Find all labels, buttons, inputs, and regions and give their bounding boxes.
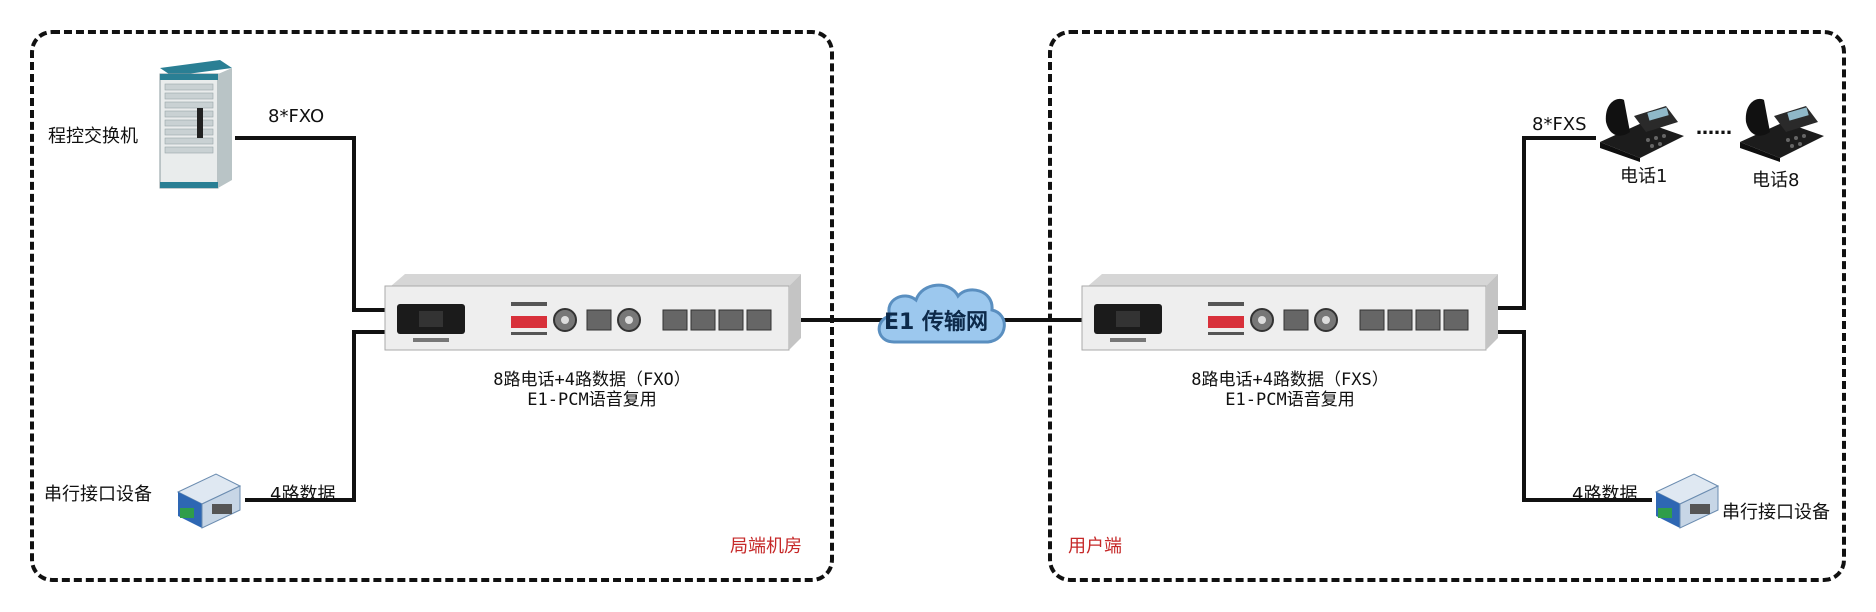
left-device-caption: 8路电话+4路数据（FXO） E1-PCM语音复用 <box>412 370 772 410</box>
left-data-link-label: 4路数据 <box>270 484 336 505</box>
right-device-caption: 8路电话+4路数据（FXS） E1-PCM语音复用 <box>1110 370 1470 410</box>
fxs-pcm-multiplexer <box>1081 274 1498 351</box>
phone8-label: 电话8 <box>1752 170 1800 191</box>
pbx-cabinet-icon <box>159 60 232 189</box>
central-office-zone <box>30 30 834 582</box>
telephone-icon <box>1740 98 1824 162</box>
user-end-label: 用户端 <box>1068 536 1122 557</box>
right-serial-label: 串行接口设备 <box>1722 502 1830 523</box>
right-caption-line2: E1-PCM语音复用 <box>1225 390 1355 410</box>
telephone-icon <box>1600 98 1684 162</box>
pbx-label: 程控交换机 <box>48 126 138 147</box>
network-label: E1 传输网 <box>884 310 988 335</box>
serial-converter-icon <box>176 473 242 529</box>
wire-fxo <box>235 136 386 312</box>
user-end-zone <box>1048 30 1846 582</box>
left-caption-line2: E1-PCM语音复用 <box>527 390 657 410</box>
phones-ellipsis: …… <box>1696 118 1732 139</box>
wire-right-data <box>1496 330 1652 502</box>
fxo-pcm-multiplexer <box>384 274 801 351</box>
wire-left-data <box>245 330 386 502</box>
serial-converter-icon <box>1654 473 1720 529</box>
e1-network-cloud-icon <box>877 283 1006 344</box>
left-serial-label: 串行接口设备 <box>44 484 152 505</box>
left-caption-line1: 8路电话+4路数据（FXO） <box>493 370 691 390</box>
right-data-link-label: 4路数据 <box>1572 484 1638 505</box>
central-office-label: 局端机房 <box>730 536 802 557</box>
right-caption-line1: 8路电话+4路数据（FXS） <box>1191 370 1389 390</box>
phone1-label: 电话1 <box>1620 166 1668 187</box>
fxo-link-label: 8*FXO <box>268 106 325 127</box>
fxs-link-label: 8*FXS <box>1532 114 1587 135</box>
wire-fxs <box>1496 136 1596 310</box>
